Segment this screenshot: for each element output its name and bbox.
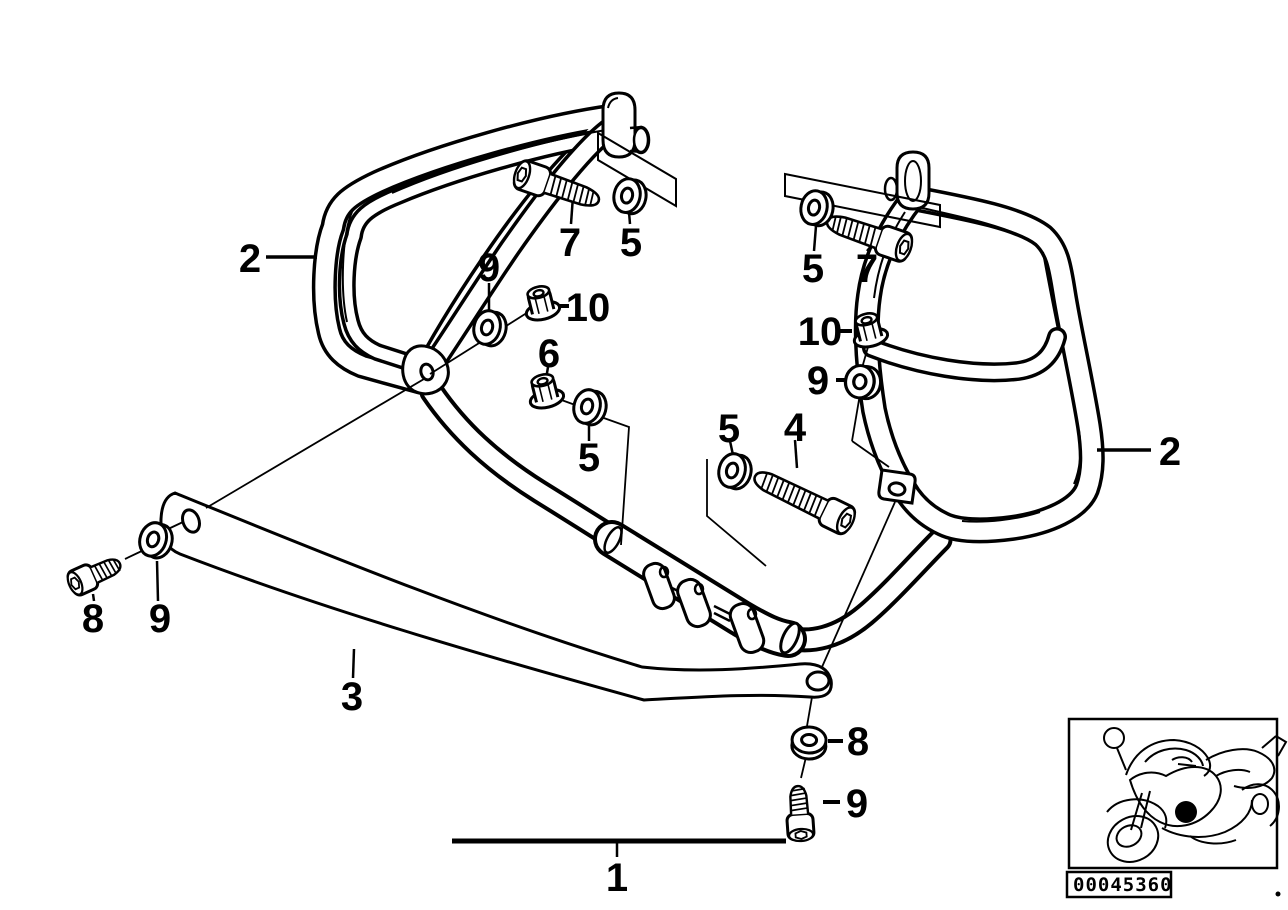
callout-7-top-right[interactable]: 7 [856,247,878,291]
callout-10-center-left[interactable]: 10 [566,286,611,330]
part-number-box: 00045360 [1065,870,1173,899]
bolt-9-bottom-right [783,783,816,844]
bolt-4-mid [747,461,861,539]
callout-5-top-left[interactable]: 5 [620,221,642,265]
callout-9-bottom-right[interactable]: 9 [846,782,868,826]
callout-5-top-right[interactable]: 5 [802,247,824,291]
washer-5-mid [713,449,757,494]
callout-9-center-left[interactable]: 9 [478,246,500,290]
mounting-bar-drawing [159,491,833,702]
washer-8-bottom-right [789,724,829,762]
callout-4-mid[interactable]: 4 [784,406,807,450]
left-frame-detail-lines [341,129,607,323]
callout-8-bottom-left[interactable]: 8 [82,597,104,641]
clamp-plates-drawing [642,561,766,654]
callout-5-mid[interactable]: 5 [718,407,740,451]
nut-6-center [523,369,567,413]
callout-5-center[interactable]: 5 [578,436,600,480]
assembly-bracket-line [452,838,786,857]
mounting-lugs-drawing [401,91,931,505]
nut-10-center-left [519,281,563,325]
callout-1-assembly[interactable]: 1 [606,856,628,900]
callout-7-top-left[interactable]: 7 [559,221,581,265]
washer-5-center [568,385,612,430]
motorcycle-thumbnail [1067,717,1288,897]
callout-9-right[interactable]: 9 [807,359,829,403]
callout-2-left[interactable]: 2 [239,237,261,281]
projection-panels [597,131,941,229]
callout-10-right[interactable]: 10 [798,310,843,354]
bolt-8-bottom-left [62,550,127,600]
callout-labels: 2 7 5 5 7 9 10 6 5 10 9 5 4 2 8 9 3 8 9 … [82,221,1181,900]
callout-3[interactable]: 3 [341,675,363,719]
pannier-position-dot [1175,801,1197,823]
callout-8-bottom-right[interactable]: 8 [847,720,869,764]
part-number-text: 00045360 [1073,874,1173,896]
callout-2-right[interactable]: 2 [1159,430,1181,474]
washer-5-top-left [609,174,651,218]
washer-9-right [841,362,885,403]
callout-6-center[interactable]: 6 [538,332,560,376]
callout-leaders [91,195,1151,804]
callout-9-bottom-left[interactable]: 9 [149,597,171,641]
